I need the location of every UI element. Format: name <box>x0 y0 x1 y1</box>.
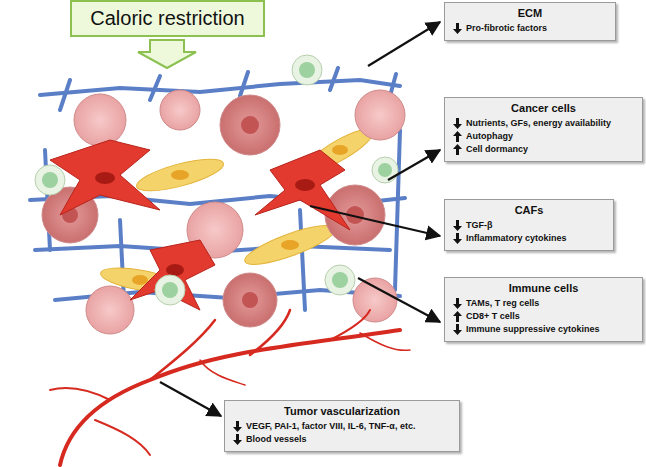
box-heading: Tumor vascularization <box>233 405 451 417</box>
effect-item: Blood vessels <box>233 433 451 446</box>
box-heading: ECM <box>453 7 607 19</box>
leader-arrow <box>160 22 440 416</box>
effect-item: TAMs, T reg cells <box>453 297 634 310</box>
effect-box: ECM Pro-fibrotic factors <box>444 2 616 41</box>
box-heading: CAFs <box>453 204 605 216</box>
effect-item: TGF-β <box>453 219 605 232</box>
effect-box: Cancer cellsNutrients, GFs, energy avail… <box>444 97 643 162</box>
box-heading: Cancer cells <box>453 102 634 114</box>
effect-box: Immune cellsTAMs, T reg cellsCD8+ T cell… <box>444 277 643 342</box>
effect-item: Cell dormancy <box>453 143 634 156</box>
trend-arrow <box>233 434 242 445</box>
effect-item: Autophagy <box>453 130 634 143</box>
effect-item: Pro-fibrotic factors <box>453 22 607 35</box>
fibroblast <box>50 140 350 310</box>
trend-arrow <box>453 324 462 335</box>
trend-arrow <box>453 233 462 244</box>
trend-arrow <box>453 118 462 129</box>
effect-item: Inflammatory cytokines <box>453 232 605 245</box>
cancer-cell <box>42 90 405 334</box>
effect-box: CAFsTGF-βInflammatory cytokines <box>444 199 614 251</box>
box-heading: Caloric restriction <box>82 7 253 30</box>
trend-arrow <box>453 23 462 34</box>
nucleus <box>95 172 315 276</box>
effect-item: Immune suppressive cytokines <box>453 323 634 336</box>
trend-arrow <box>453 311 462 322</box>
intervention-box: Caloric restriction <box>70 0 265 37</box>
trend-arrow <box>453 220 462 231</box>
effect-item: Nutrients, GFs, energy availability <box>453 117 634 130</box>
effect-box: Tumor vascularizationVEGF, PAI-1, factor… <box>224 400 460 452</box>
effect-item: VEGF, PAI-1, factor VIII, IL-6, TNF-α, e… <box>233 420 451 433</box>
effect-item: CD8+ T cells <box>453 310 634 323</box>
trend-arrow <box>233 421 242 432</box>
trend-arrow <box>453 298 462 309</box>
trend-arrow <box>453 144 462 155</box>
ecm-mesh <box>30 68 405 320</box>
immune-cell <box>35 55 398 305</box>
box-heading: Immune cells <box>453 282 634 294</box>
down-arrow <box>138 40 196 68</box>
trend-arrow <box>453 131 462 142</box>
